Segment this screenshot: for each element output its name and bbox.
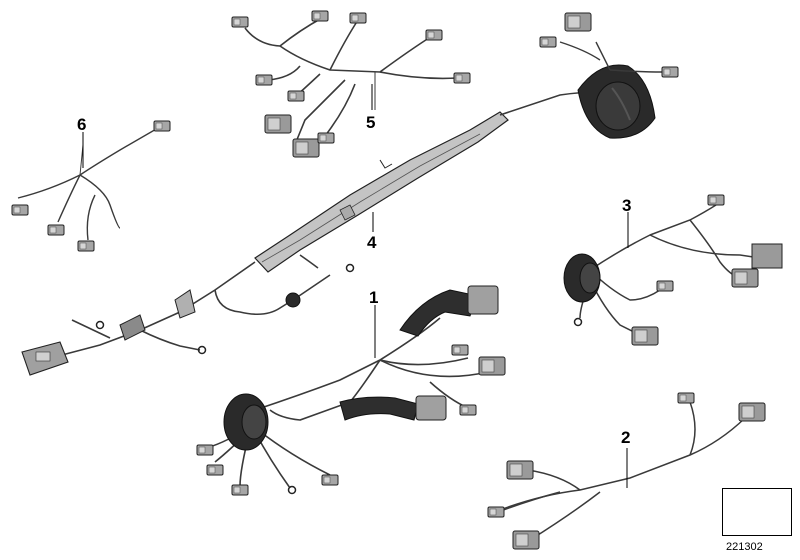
harness-part-5-connectors (231, 10, 471, 158)
callout-4: 4 (367, 233, 377, 252)
harness-part-5 (244, 17, 459, 143)
harness-part-6-connectors (11, 120, 171, 252)
callout-6: 6 (77, 115, 87, 134)
callout-1: 1 (369, 288, 379, 307)
callout-3: 3 (622, 196, 632, 215)
callout-5: 5 (366, 113, 376, 132)
harness-part-2 (497, 401, 746, 541)
callout-leaders (82, 84, 629, 488)
diagram-number: 221302 (726, 541, 763, 553)
reference-box (722, 488, 792, 536)
harness-part-4 (21, 64, 656, 376)
harness-part-1-parts (196, 285, 506, 496)
harness-part-3-parts (563, 194, 783, 346)
harness-part-6 (17, 127, 159, 241)
harness-part-4-connectors (559, 41, 663, 73)
callout-2: 2 (621, 428, 631, 447)
